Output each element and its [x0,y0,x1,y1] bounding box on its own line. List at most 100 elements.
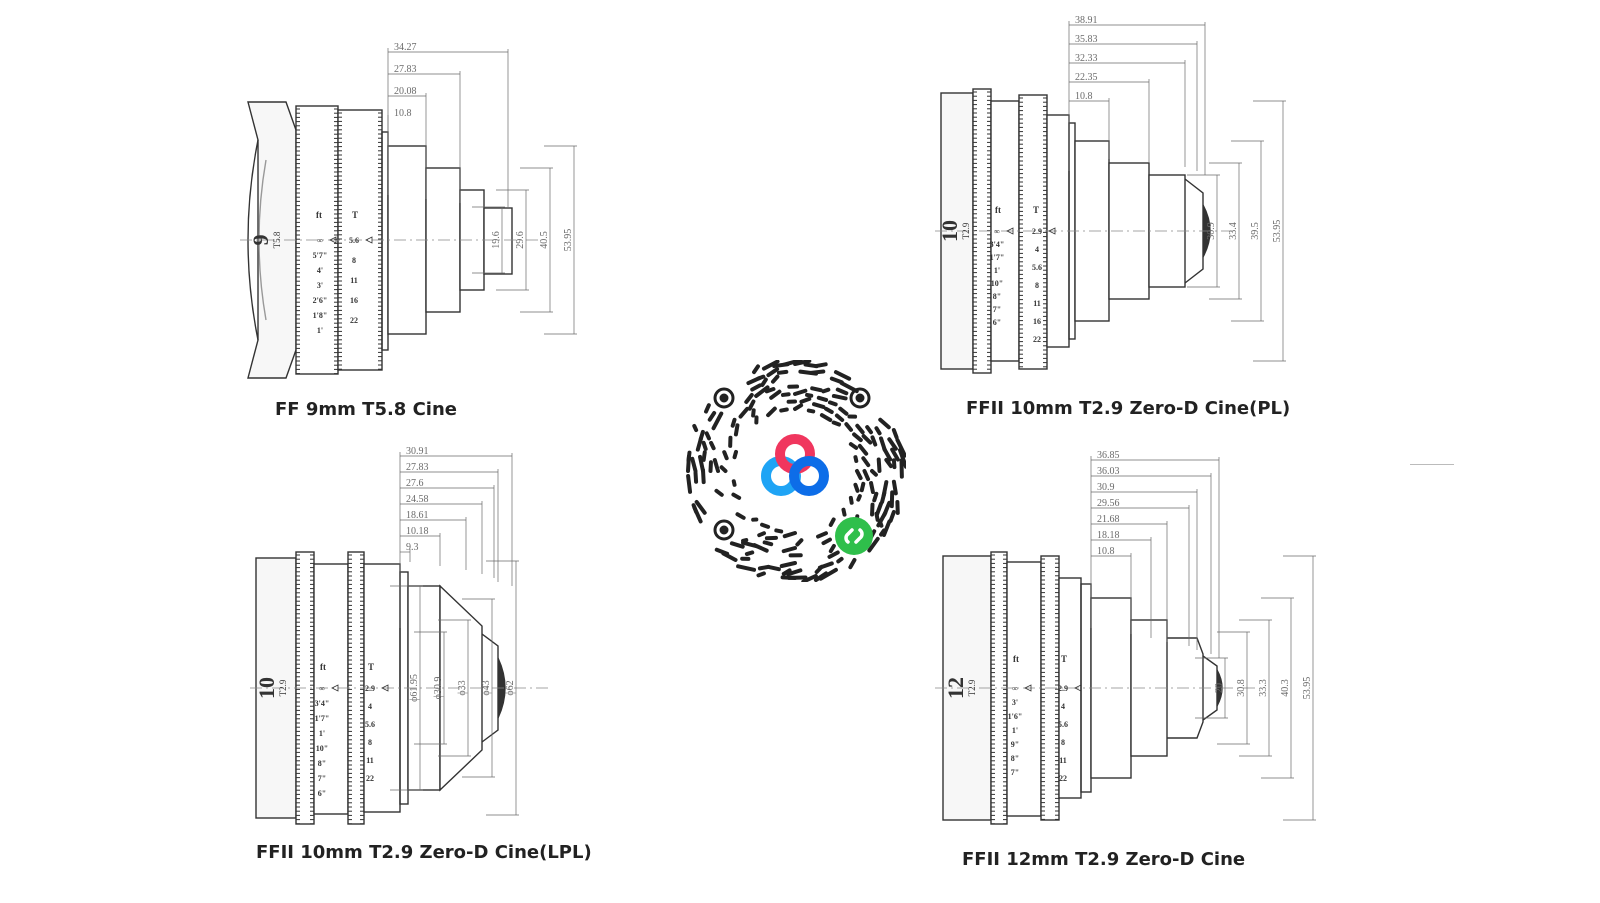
qr-module [756,374,766,381]
iris-mark: 8 [352,256,356,265]
qr-module [801,573,818,582]
diameter-dimension-label: 53.95 [1302,677,1313,700]
mini-program-qr-code[interactable] [684,360,906,582]
qr-module [834,413,845,422]
qr-module [750,383,763,392]
iris-mark: 11 [1033,299,1041,308]
diameter-dimension-label: 20 [1214,683,1225,693]
diameter-dimension-label: 29.6 [515,231,526,249]
qr-module [786,568,803,577]
lens-caption-ff-9mm: FF 9mm T5.8 Cine [275,399,457,420]
qr-module [707,410,717,422]
focus-ring-teeth [991,554,1059,825]
focus-mark: 6" [318,789,326,798]
qr-code-pattern [686,360,906,582]
focus-mark: 8" [318,759,326,768]
qr-module [782,531,797,539]
iris-index-icon [365,236,373,244]
qr-module [793,388,808,396]
lens-diagram-ffii-10mm-lpl: 10 T2.9 ft T ∞3'4"1'7"1'10"8"7"6" 2.945.… [250,446,550,825]
qr-module [760,377,768,387]
engraved-focal-label: 9 T5.8 [248,231,282,248]
qr-module [769,389,782,400]
qr-module [814,564,824,575]
iris-mark: 4 [1035,245,1039,254]
length-dimension-label: 27.83 [394,64,417,75]
qr-module [780,575,797,580]
qr-module [855,423,865,435]
qr-module [813,571,829,582]
qr-module [838,406,849,416]
qr-locator-top-right [849,387,871,409]
focus-mark: 1' [994,266,1000,275]
iris-mark: 4 [368,702,372,711]
qr-module [805,392,814,398]
iris-mark: 8 [368,738,372,747]
length-dimension-label: 35.83 [1075,34,1098,45]
qr-module [779,561,797,569]
lens-diagram-ffii-12mm: 12 T2.9 ft T ∞3'1'6"1'9"8"7" 2.945.68112… [935,450,1316,825]
lens-caption-ffii-10mm-pl: FFII 10mm T2.9 Zero-D Cine(PL) [966,398,1291,419]
focus-index-icon [331,684,339,692]
qr-module [738,406,750,419]
iris-mark: 5.6 [1032,263,1042,272]
qr-module [780,392,791,397]
qr-module [884,457,893,469]
mini-program-badge-icon [835,517,873,555]
qr-module [779,407,789,413]
ft-scale-header: ft [995,205,1001,215]
qr-module [862,469,871,482]
t-scale-header: T [368,662,374,672]
qr-module [741,538,749,543]
qr-module [870,469,878,477]
qr-module [799,396,812,404]
iris-mark: 8 [1061,738,1065,747]
iris-mark: 11 [350,276,358,285]
qr-module [848,495,854,505]
focal-length-engraving: 12 [943,677,968,699]
qr-module [844,422,854,432]
ft-scale-header: ft [1013,654,1019,664]
length-dimension-label: 10.8 [1075,91,1093,102]
qr-module [694,499,707,515]
focal-length-engraving: 10 [254,677,279,699]
qr-module [761,360,780,371]
qr-module [757,531,767,538]
focus-mark: 3'4" [990,240,1005,249]
length-dimension-label: 20.08 [394,86,417,97]
qr-module [812,402,826,409]
length-dimension-label: 10.18 [406,526,429,537]
iris-mark: 2.9 [1032,227,1042,236]
length-dimension-label: 21.68 [1097,514,1120,525]
length-dimension-label: 24.58 [406,494,429,505]
qr-module [879,528,886,537]
qr-module [774,528,784,534]
qr-module [810,386,823,393]
qr-module [833,370,852,381]
qr-module [853,482,860,493]
qr-module [831,393,848,401]
qr-module [686,450,692,463]
qr-module [722,450,729,461]
qr-module [711,411,724,431]
focus-mark: 7" [318,774,326,783]
length-dimension-label: 10.8 [394,108,412,119]
qr-module [714,547,730,556]
qr-module [859,481,866,493]
iris-mark: 11 [1059,756,1067,765]
qr-module [836,556,844,564]
qr-module [891,428,899,440]
qr-module [733,423,740,437]
focus-mark: ∞ [994,227,1000,236]
focus-mark: 1' [319,729,325,738]
focus-mark: 1' [317,326,323,335]
qr-module [861,434,873,445]
engraved-focal-label: 12 T2.9 [943,677,977,699]
iris-index-icon [1048,227,1056,235]
iris-mark: 5.6 [365,720,375,729]
ft-scale-header: ft [320,662,326,672]
qr-module [793,360,812,366]
qr-module [887,437,898,451]
t-scale-header: T [1033,205,1039,215]
